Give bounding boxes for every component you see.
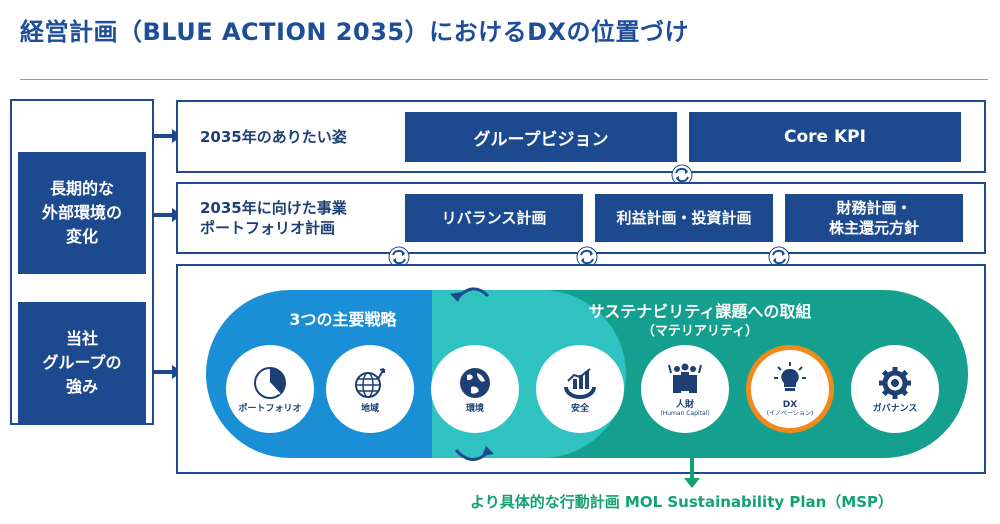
title-divider — [20, 79, 988, 80]
people-icon — [668, 363, 702, 393]
arrow-to-portfolio-icon — [152, 208, 182, 222]
financial-shareholder-plan-box: 財務計画・ 株主還元方針 — [785, 194, 963, 242]
msp-footer-text: より具体的な行動計画 MOL Sustainability Plan（MSP） — [470, 493, 894, 511]
environment-circle: 環境 — [431, 345, 519, 433]
circle-label: ポートフォリオ — [238, 403, 302, 414]
circle-sublabel: (イノベーション) — [766, 409, 814, 417]
group-strengths-box: 当社 グループの 強み — [18, 302, 146, 424]
gear-icon — [879, 366, 911, 399]
dx-innovation-circle: DX (イノベーション) — [746, 345, 834, 433]
cycle-icon — [576, 246, 598, 268]
group-vision-box: グループビジョン — [405, 112, 677, 162]
circle-label: 環境 — [465, 403, 484, 414]
globe-grid-icon — [355, 367, 385, 398]
cycle-icon — [768, 246, 790, 268]
cycle-icon — [388, 246, 410, 268]
external-environment-box: 長期的な 外部環境の 変化 — [18, 152, 146, 274]
profit-investment-plan-box: 利益計画・投資計画 — [595, 194, 773, 242]
rotation-arrow-bottom-icon — [454, 446, 494, 461]
down-arrow-icon — [684, 458, 700, 488]
circle-label: 地域 — [360, 403, 379, 414]
region-circle: 地域 — [326, 345, 414, 433]
strategy-heading: 3つの主要戦略 — [289, 310, 397, 329]
circle-sublabel: (Human Capital) — [660, 409, 710, 417]
pie-chart-icon — [254, 366, 286, 399]
portfolio-circle: ポートフォリオ — [226, 345, 314, 433]
vision-row-label: 2035年のありたい姿 — [200, 128, 347, 146]
arrow-to-vision-icon — [152, 129, 182, 143]
circle-label: DX — [782, 399, 798, 410]
page-title: 経営計画（BLUE ACTION 2035）におけるDXの位置づけ — [20, 18, 690, 46]
human-capital-circle: 人財 (Human Capital) — [641, 345, 729, 433]
circle-label: 安全 — [570, 403, 589, 414]
rebalance-plan-box: リバランス計画 — [405, 194, 583, 242]
earth-icon — [460, 367, 490, 398]
sustainability-subheading: （マテリアリティ） — [641, 324, 759, 339]
governance-circle: ガバナンス — [851, 345, 939, 433]
circle-label: ガバナンス — [872, 403, 918, 414]
cycle-icon — [671, 164, 693, 186]
rotation-arrow-top-icon — [450, 287, 490, 302]
safety-circle: 安全 — [536, 345, 624, 433]
portfolio-row-label: 2035年に向けた事業 ポートフォリオ計画 — [200, 199, 347, 237]
circle-label: 人財 — [675, 399, 694, 410]
safety-ring-icon — [564, 367, 596, 399]
core-kpi-box: Core KPI — [689, 112, 961, 162]
arrow-to-strategy-icon — [152, 365, 182, 379]
lightbulb-icon — [774, 361, 806, 391]
sustainability-heading: サステナビリティ課題への取組 — [588, 302, 812, 321]
